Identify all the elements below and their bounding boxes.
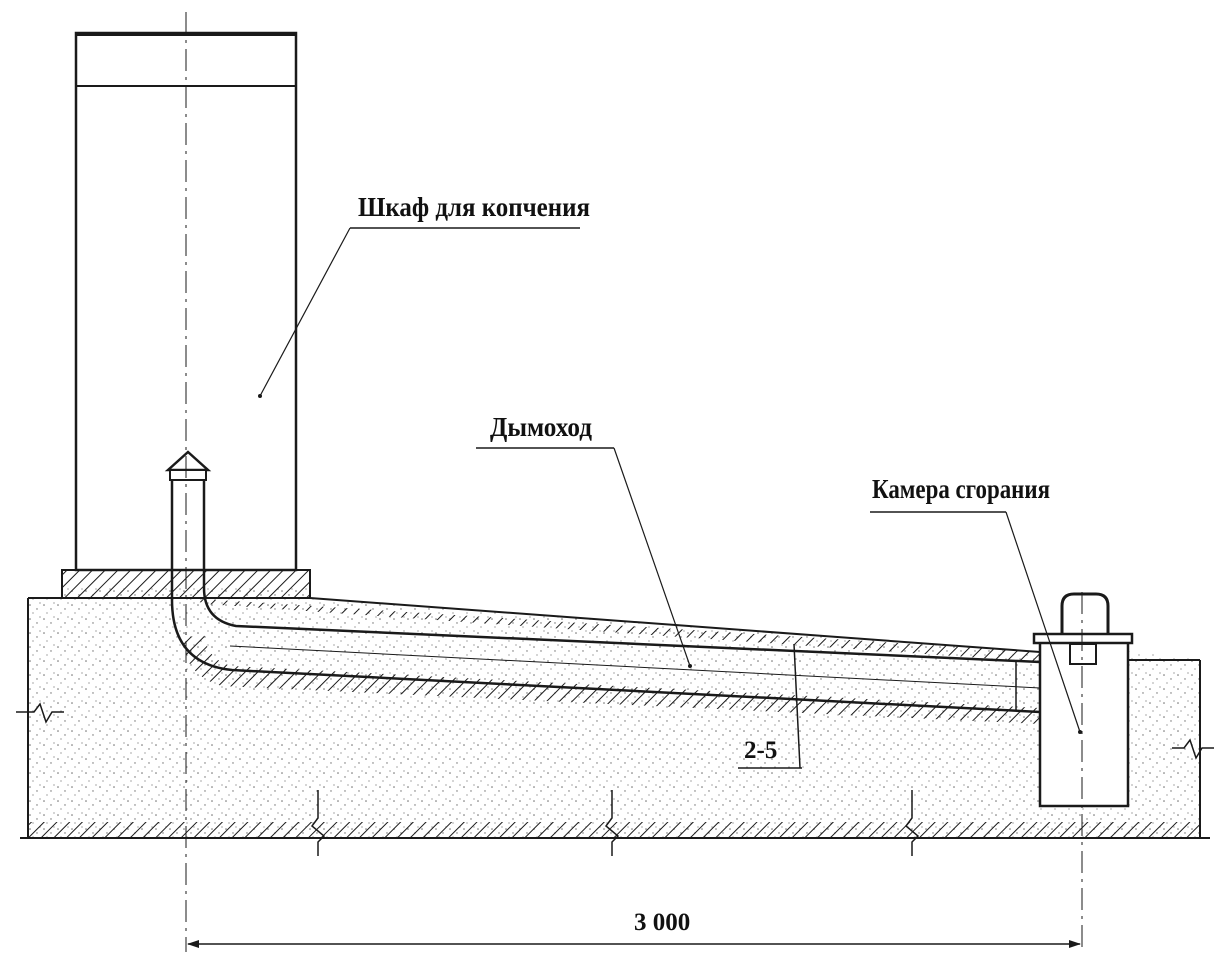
chamber-hinge [1069, 643, 1097, 665]
label-length: 3 000 [634, 909, 690, 936]
chamber-handle [1060, 592, 1110, 634]
chimney-pipe-centerline [229, 645, 1041, 689]
slope-indicator [738, 643, 802, 769]
leader-chimney [613, 447, 691, 667]
leader-cabinet [259, 227, 351, 397]
break-mark-left [16, 702, 64, 724]
label-chimney: Дымоход [490, 412, 592, 442]
label-cabinet: Шкаф для копчения [358, 192, 590, 222]
chimney-pipe [170, 478, 1041, 714]
break-mark-bottom-2 [604, 790, 620, 856]
label-chamber: Камера сгорания [872, 474, 1050, 504]
label-slope: 2-5 [744, 737, 777, 764]
chimney-pipe-outer-wall [170, 478, 1041, 714]
chimney-cap [164, 450, 212, 481]
ground-surface-line [28, 597, 1200, 661]
chimney-pipe-inner-wall [202, 478, 1041, 664]
chimney-trench-upper-hatch [186, 598, 1040, 662]
leader-cabinet-dot [258, 394, 262, 398]
chamber-body [1038, 638, 1130, 808]
bottom-hatch [28, 822, 1200, 838]
leader-chimney-dot [688, 664, 692, 668]
break-mark-right [1172, 738, 1214, 760]
slope-mark-line [793, 643, 801, 769]
leader-chamber [1005, 511, 1081, 733]
leader-chamber-dot [1078, 730, 1082, 734]
break-mark-bottom-3 [904, 790, 920, 856]
leaders [258, 227, 1082, 734]
break-mark-bottom-1 [310, 790, 326, 856]
chimney-cap-collar [169, 469, 207, 481]
combustion-chamber [1032, 592, 1134, 808]
